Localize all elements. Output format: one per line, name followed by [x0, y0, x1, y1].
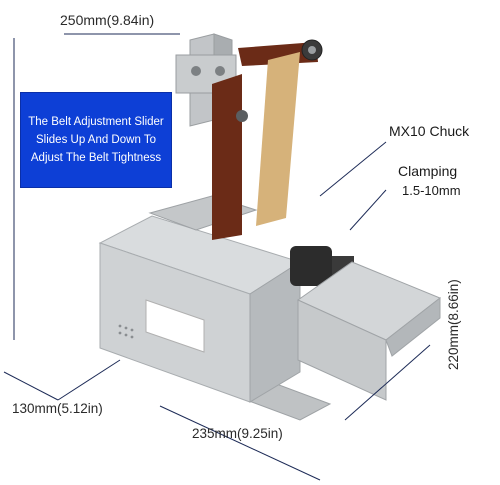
right-dimension-label: 220mm(8.66in)	[446, 279, 461, 370]
chuck-label: MX10 Chuck	[389, 123, 470, 139]
body-side	[249, 261, 301, 403]
dimension-lines	[3, 33, 431, 481]
body-sticker	[145, 299, 205, 353]
chuck	[290, 246, 332, 286]
vent-holes	[118, 324, 134, 339]
belt-front	[212, 74, 242, 240]
top-dimension-label: 250mm(9.84in)	[60, 12, 155, 28]
clamping-range: 1.5-10mm	[402, 183, 461, 198]
belt-adjustment-callout: The Belt Adjustment Slider Slides Up And…	[20, 92, 172, 188]
bottom-dimension-label: 235mm(9.25in)	[192, 426, 283, 441]
belt-back	[256, 52, 300, 226]
left-dimension-label: 130mm(5.12in)	[12, 401, 103, 416]
clamping-title: Clamping	[398, 163, 458, 179]
